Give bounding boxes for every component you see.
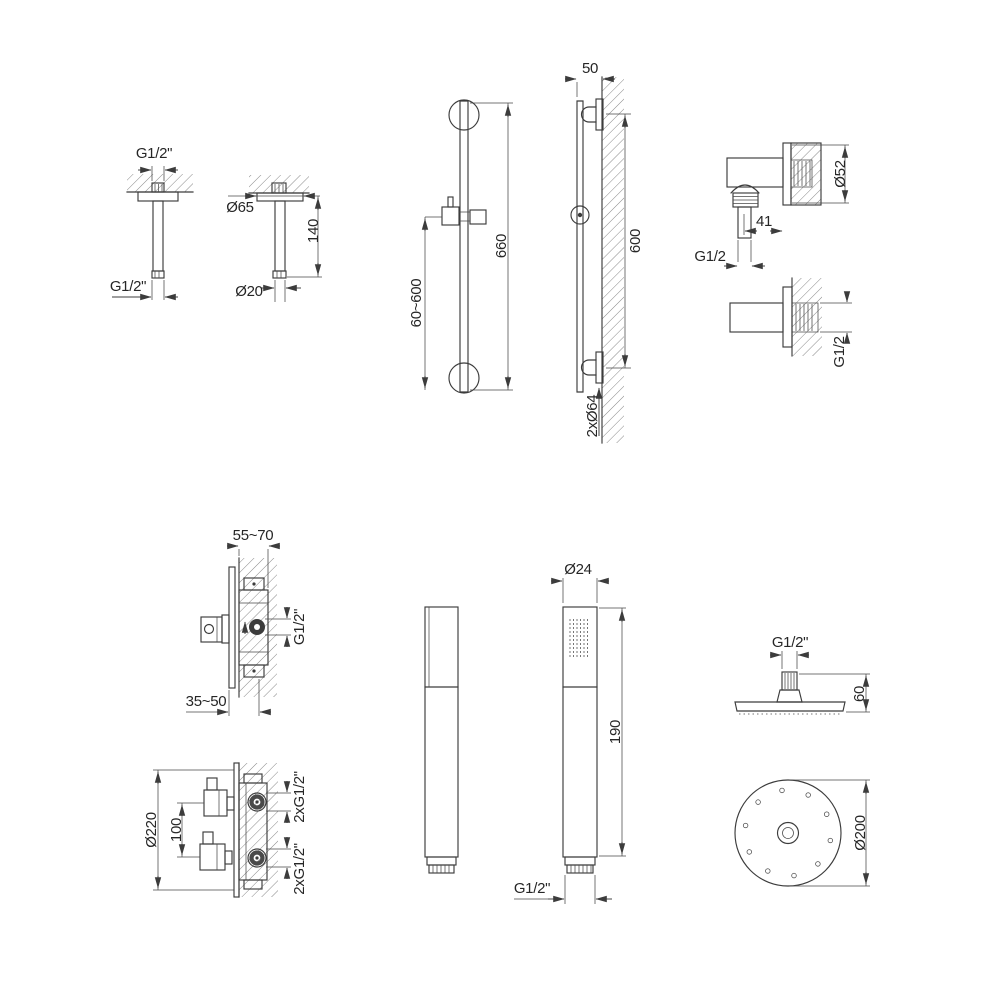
drawing-slide-bar-side: 50 600 2xØ64 <box>565 60 644 444</box>
drawing-slide-bar-front: 660 60~600 <box>408 99 513 394</box>
drawing-thermostatic-valve: Ø220 100 2xG1/2" 2xG1/2" <box>143 762 308 898</box>
dim-label-dia: Ø24 <box>564 561 591 578</box>
dim-label-thread: G1/2 <box>831 336 848 367</box>
dim-label-flange-dia: Ø52 <box>832 160 849 187</box>
dim-label-top-ports: 2xG1/2" <box>291 771 308 823</box>
dim-label-projection: 41 <box>756 213 772 230</box>
wall-hatch <box>602 77 624 443</box>
dim-label-depth-top: 55~70 <box>233 527 274 544</box>
dim-label-plate-dia: Ø220 <box>143 812 160 848</box>
dim-label-length: 190 <box>607 720 624 744</box>
dim-label-outlet-thread: G1/2" <box>291 609 308 645</box>
drawing-overhead-shower-bottom: Ø200 <box>734 779 870 887</box>
dim-label-bottom-thread: G1/2" <box>110 278 146 295</box>
dim-label-wall-offset: 50 <box>582 60 598 77</box>
dim-label-adjust-range: 60~600 <box>408 279 425 328</box>
drawing-overhead-shower-side: G1/2" 60 <box>734 634 870 715</box>
dim-label-flange-dia: 2xØ64 <box>584 395 601 438</box>
drawing-wall-outlet-elbow-side: 41 G1/2 Ø52 <box>694 142 849 270</box>
dim-label-depth-bottom: 35~50 <box>186 693 227 710</box>
dim-label-arm-length: 140 <box>305 219 322 243</box>
dim-label-thread: G1/2" <box>772 634 808 651</box>
dim-label-bar-length: 660 <box>493 234 510 258</box>
drawing-hand-shower: Ø24 190 G1/2" <box>424 561 626 904</box>
wall-hatch <box>239 763 278 897</box>
dim-label-bottom-ports: 2xG1/2" <box>291 843 308 895</box>
dim-label-port-spacing: 100 <box>168 818 185 842</box>
dim-label-flange-dia: Ø65 <box>226 199 253 216</box>
dim-label-thread: G1/2 <box>694 248 725 265</box>
nozzle-dots <box>742 787 833 879</box>
drawing-concealed-stop-valve: 55~70 G1/2" 35~50 <box>186 527 308 716</box>
drawing-wall-outlet-elbow-top: G1/2 <box>729 277 852 368</box>
wall-hatch <box>792 278 822 356</box>
dim-label-height: 60 <box>851 686 868 702</box>
dim-label-thread: G1/2" <box>514 880 550 897</box>
dim-label-mount-spacing: 600 <box>627 229 644 253</box>
drawing-ceiling-arm-side: Ø65 140 Ø20 <box>226 175 322 302</box>
dim-label-head-dia: Ø200 <box>852 815 869 851</box>
drawing-ceiling-arm-front: G1/2" G1/2" <box>110 145 194 301</box>
dim-label-pipe-dia: Ø20 <box>235 283 262 300</box>
dim-label-top-thread: G1/2" <box>136 145 172 162</box>
